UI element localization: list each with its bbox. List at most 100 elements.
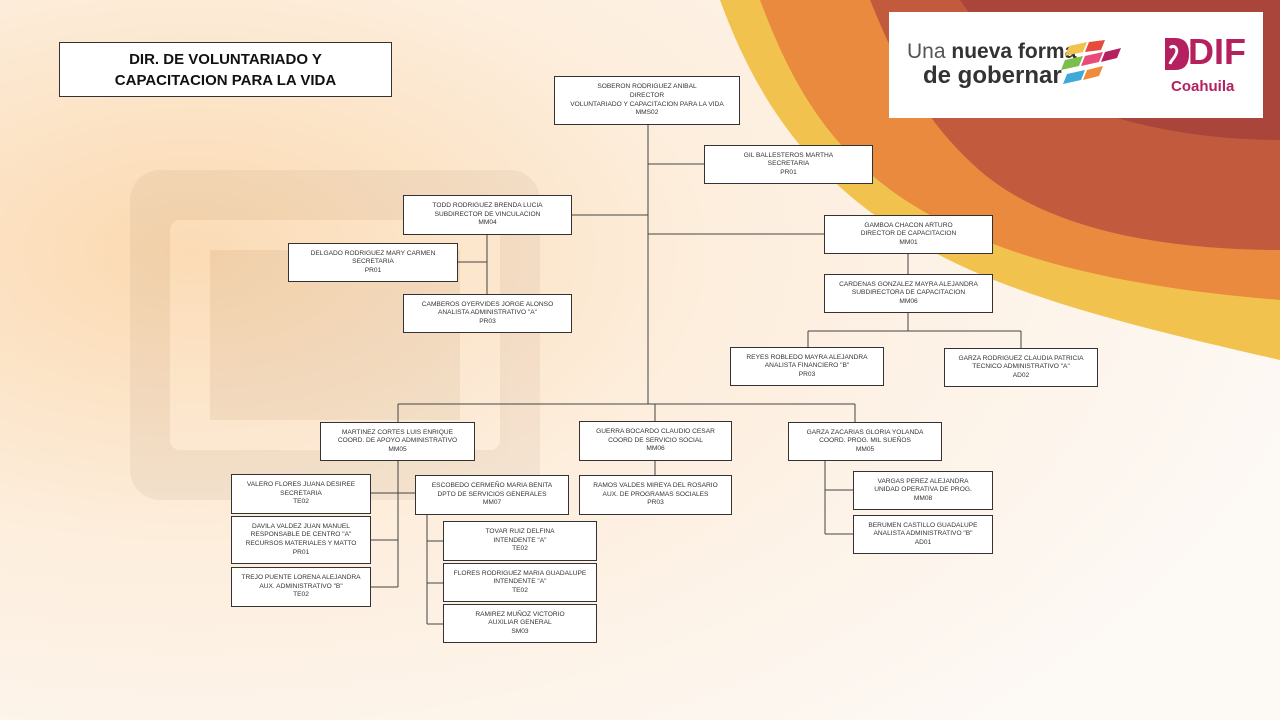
node-line: AD01 xyxy=(914,538,932,546)
logo-panel: Una nueva forma de gobernar DIF Coahuila xyxy=(889,12,1263,118)
node-line: TE02 xyxy=(293,591,309,599)
dif-wordmark: DIF xyxy=(1188,31,1246,72)
node-line: TE02 xyxy=(512,545,528,553)
node-line: RESPONSABLE DE CENTRO "A" xyxy=(250,531,352,539)
node-line: MM01 xyxy=(899,238,918,246)
title-line-2: CAPACITACION PARA LA VIDA xyxy=(114,71,337,89)
node-line: VALERO FLORES JUANA DESIREE xyxy=(246,481,356,489)
node-line: AD02 xyxy=(1012,371,1030,379)
node-line: MM06 xyxy=(899,297,918,305)
node-line: MMS02 xyxy=(635,109,659,117)
node-line: CARDENAS GONZALEZ MAYRA ALEJANDRA xyxy=(839,280,978,288)
node-line: TECNICO ADMINISTRATIVO "A" xyxy=(972,363,1070,371)
node-line: DIRECTOR xyxy=(629,91,665,99)
slogan-word-1: Una xyxy=(907,40,946,63)
node-line: TOVAR RUIZ DELFINA xyxy=(485,528,555,536)
node-line: MM08 xyxy=(913,494,933,502)
node-line: GIL BALLESTEROS MARTHA xyxy=(743,151,834,159)
node-line: PR03 xyxy=(798,370,816,378)
node-line: SECRETARIA xyxy=(352,258,394,266)
node-line: TE02 xyxy=(293,498,309,506)
node-line: SOBERON RODRIGUEZ ANIBAL xyxy=(597,83,697,91)
node-line: MARTINEZ CORTES LUIS ENRIQUE xyxy=(341,428,454,436)
node-line: SUBDIRECTOR DE VINCULACION xyxy=(434,210,541,218)
node-line: VOLUNTARIADO Y CAPACITACION PARA LA VIDA xyxy=(570,100,724,108)
node-line: DIRECTOR DE CAPACITACION xyxy=(860,230,957,238)
page-title: DIR. DE VOLUNTARIADO Y CAPACITACION PARA… xyxy=(59,42,392,97)
node-line: PR01 xyxy=(292,548,310,556)
node-line: DPTO DE SERVICIOS GENERALES xyxy=(437,490,547,498)
node-line: UNIDAD OPERATIVA DE PROG. xyxy=(874,486,972,494)
node-line: AUX. ADMINISTRATIVO "B" xyxy=(259,582,343,590)
node-line: PR01 xyxy=(364,266,382,274)
node-line: INTENDENTE "A" xyxy=(493,536,547,544)
node-line: PR01 xyxy=(780,168,797,176)
node-line: REYES ROBLEDO MAYRA ALEJANDRA xyxy=(746,353,868,361)
node-line: MM05 xyxy=(855,445,875,453)
node-line: PR03 xyxy=(647,499,664,507)
node-line: SUBDIRECTORA DE CAPACITACION xyxy=(851,289,966,297)
node-line: COORD. DE APOYO ADMINISTRATIVO xyxy=(337,437,458,445)
node-line: ESCOBEDO CERMEÑO MARIA BENITA xyxy=(431,482,553,490)
node-line: COORD. PROG. MIL SUEÑOS xyxy=(819,437,911,445)
node-line: COORD DE SERVICIO SOCIAL xyxy=(608,436,703,444)
node-line: MM06 xyxy=(646,445,665,453)
node-line: GAMBOA CHACON ARTURO xyxy=(864,221,953,229)
dif-logo-icon xyxy=(1165,38,1189,70)
node-line: FLORES RODRIGUEZ MARIA GUADALUPE xyxy=(453,569,587,577)
node-line: SECRETARIA xyxy=(280,489,322,497)
node-line: SECRETARIA xyxy=(767,160,810,168)
node-line: TREJO PUENTE LORENA ALEJANDRA xyxy=(241,574,361,582)
node-line: PR03 xyxy=(479,317,496,325)
node-line: MM04 xyxy=(478,219,497,227)
node-line: GARZA RODRIGUEZ CLAUDIA PATRICIA xyxy=(958,354,1084,362)
node-line: MM07 xyxy=(482,499,502,507)
node-line: CAMBEROS OYERVIDES JORGE ALONSO xyxy=(421,300,554,308)
node-line: RECURSOS MATERIALES Y MATTO xyxy=(245,540,357,547)
node-line: VARGAS PEREZ ALEJANDRA xyxy=(877,477,969,485)
node-line: ANALISTA ADMINISTRATIVO "B" xyxy=(873,530,973,538)
node-line: MM05 xyxy=(388,445,407,453)
node-line: ANALISTA FINANCIERO "B" xyxy=(764,362,850,370)
node-line: TODD RODRIGUEZ BRENDA LUCIA xyxy=(432,202,543,210)
node-line: INTENDENTE "A" xyxy=(493,578,547,586)
node-line: TE02 xyxy=(512,586,528,594)
node-line: GARZA ZACARIAS GLORIA YOLANDA xyxy=(806,428,924,436)
node-line: DAVILA VALDEZ JUAN MANUEL xyxy=(252,522,350,530)
node-line: ANALISTA ADMINISTRATIVO "A" xyxy=(438,309,537,317)
node-line: RAMIREZ MUÑOZ VICTORIO xyxy=(475,610,565,618)
node-line: RAMOS VALDES MIREYA DEL ROSARIO xyxy=(593,482,718,490)
slogan: Una nueva forma de gobernar xyxy=(907,40,1076,88)
colorful-diamonds-icon xyxy=(1061,40,1121,84)
node-line: SM03 xyxy=(511,627,529,635)
slogan-word-2: nueva forma xyxy=(951,40,1077,63)
title-line-1: DIR. DE VOLUNTARIADO Y xyxy=(129,50,322,68)
node-line: AUXILIAR GENERAL xyxy=(488,619,552,627)
node-line: AUX. DE PROGRAMAS SOCIALES xyxy=(602,490,709,498)
node-line: DELGADO RODRIGUEZ MARY CARMEN xyxy=(310,249,436,257)
node-line: GUERRA BOCARDO CLAUDIO CESAR xyxy=(596,428,715,436)
coahuila-wordmark: Coahuila xyxy=(1171,78,1235,95)
slogan-line-2: de gobernar xyxy=(923,62,1062,89)
